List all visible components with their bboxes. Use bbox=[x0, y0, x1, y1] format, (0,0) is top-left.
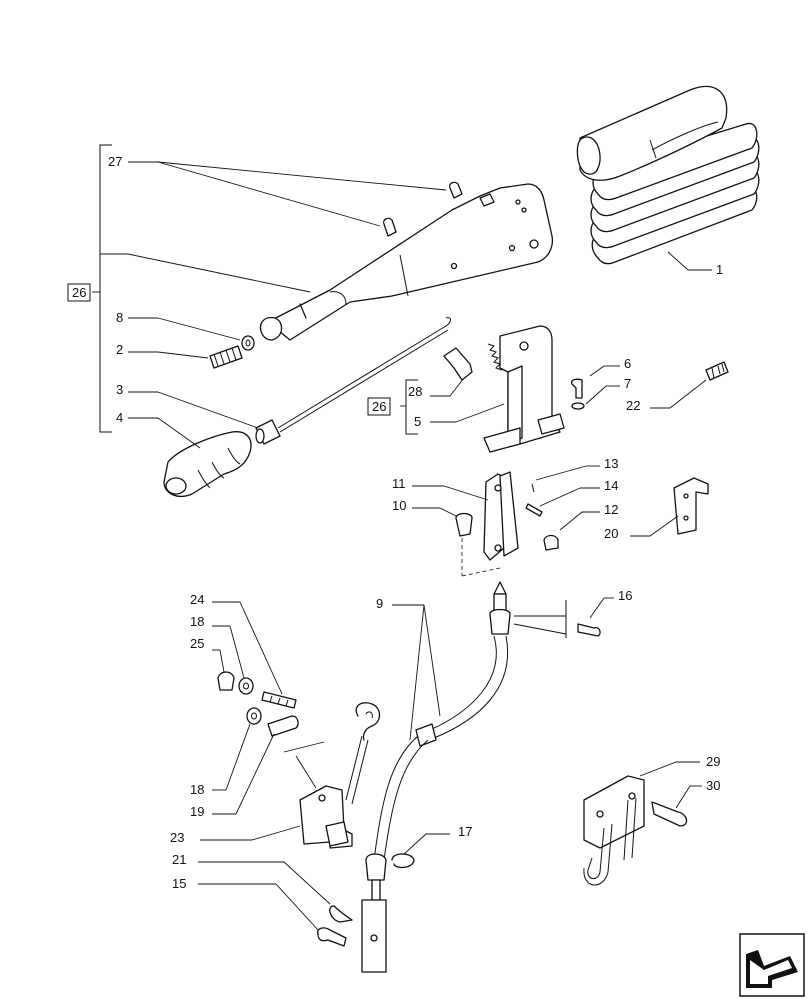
callout-26-box-b bbox=[367, 397, 391, 416]
callout-16: 16 bbox=[618, 588, 632, 603]
callout-30: 30 bbox=[706, 778, 720, 793]
grip-handle-part bbox=[163, 431, 252, 497]
callout-3: 3 bbox=[116, 382, 123, 397]
callout-14: 14 bbox=[604, 478, 618, 493]
callout-25: 25 bbox=[190, 636, 204, 651]
clevis-part-11 bbox=[483, 471, 519, 561]
screw-part-22 bbox=[705, 361, 729, 381]
callout-17: 17 bbox=[458, 824, 472, 839]
plug-part-upper bbox=[448, 181, 463, 199]
callout-5: 5 bbox=[414, 414, 421, 429]
callout-19: 19 bbox=[190, 804, 204, 819]
mount-bracket-part-23 bbox=[299, 702, 381, 849]
washer-part-18b bbox=[246, 707, 262, 725]
callout-1: 1 bbox=[716, 262, 723, 277]
boot-part bbox=[576, 85, 760, 265]
bracket-part-20 bbox=[673, 477, 709, 535]
callout-20: 20 bbox=[604, 526, 618, 541]
hook-bracket-part-29 bbox=[583, 775, 645, 886]
washer-part-18a bbox=[238, 677, 254, 695]
callout-9: 9 bbox=[376, 596, 383, 611]
plug-part-lower bbox=[382, 217, 397, 237]
washer-part-7 bbox=[571, 402, 585, 410]
callout-12: 12 bbox=[604, 502, 618, 517]
nut-part-12 bbox=[543, 534, 559, 551]
bolt-part-6 bbox=[570, 378, 583, 399]
callout-24: 24 bbox=[190, 592, 204, 607]
callout-10: 10 bbox=[392, 498, 406, 513]
callout-11: 11 bbox=[392, 476, 406, 491]
callout-29: 29 bbox=[706, 754, 720, 769]
next-page-arrow-icon[interactable] bbox=[739, 933, 805, 997]
callout-13: 13 bbox=[604, 456, 618, 471]
clip-part-28 bbox=[443, 347, 473, 381]
clevis-pin-part-15 bbox=[317, 927, 347, 947]
callout-23: 23 bbox=[170, 830, 184, 845]
callout-26-box-a bbox=[67, 283, 91, 302]
pin-part-14 bbox=[525, 503, 543, 517]
callout-4: 4 bbox=[116, 410, 123, 425]
washer-part-8 bbox=[241, 335, 255, 351]
callout-15: 15 bbox=[172, 876, 186, 891]
callout-28: 28 bbox=[408, 384, 422, 399]
callout-26-b: 26 bbox=[372, 399, 386, 414]
bushing-part-10 bbox=[455, 512, 473, 537]
bolt-part-19 bbox=[267, 715, 299, 737]
ratchet-bracket-part bbox=[483, 325, 565, 453]
callout-6: 6 bbox=[624, 356, 631, 371]
spring-part-2 bbox=[209, 345, 243, 369]
cable-part-9 bbox=[361, 581, 511, 973]
callout-8: 8 bbox=[116, 310, 123, 325]
callout-22: 22 bbox=[626, 398, 640, 413]
callout-26-a: 26 bbox=[72, 285, 86, 300]
pin-part-13 bbox=[531, 483, 535, 493]
callout-21: 21 bbox=[172, 852, 186, 867]
bolt-part-30 bbox=[651, 801, 688, 827]
callout-27: 27 bbox=[108, 154, 122, 169]
nut-part-25 bbox=[217, 671, 235, 691]
bolt-part-16 bbox=[577, 623, 601, 637]
callout-2: 2 bbox=[116, 342, 123, 357]
lever-arm-part bbox=[259, 183, 554, 341]
callout-18-b: 18 bbox=[190, 782, 204, 797]
callout-7: 7 bbox=[624, 376, 631, 391]
callout-18-a: 18 bbox=[190, 614, 204, 629]
release-rod-part bbox=[255, 317, 451, 445]
clip-part-17 bbox=[391, 853, 415, 869]
cotter-pin-part-21 bbox=[329, 905, 353, 923]
